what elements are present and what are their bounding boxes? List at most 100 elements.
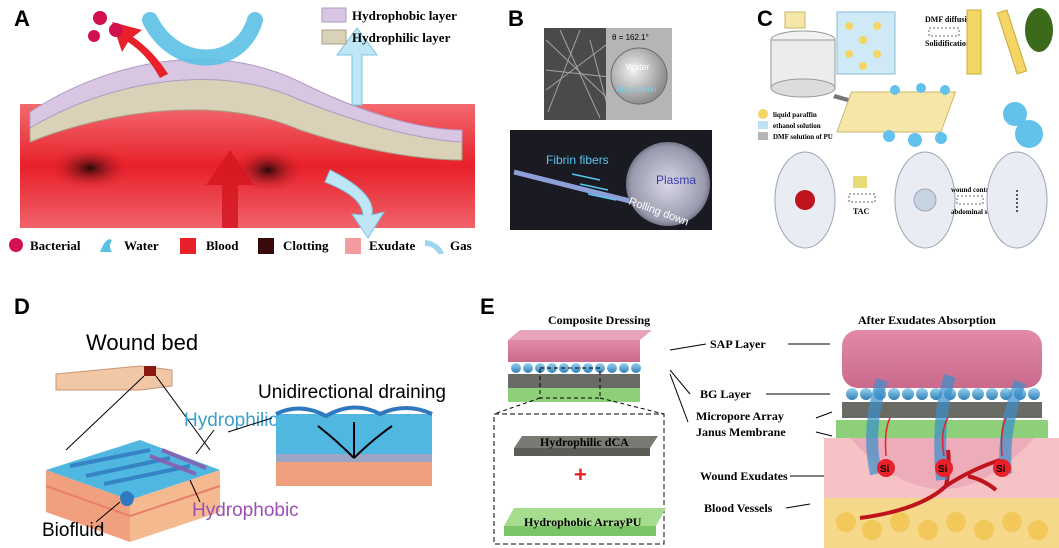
tac-label: TAC xyxy=(853,207,870,216)
zoom-frame xyxy=(493,413,665,545)
zoom-line-right xyxy=(155,375,211,451)
legend-dmf-label: DMF solution of PU xyxy=(773,133,833,141)
panel-a-letter: A xyxy=(14,6,30,31)
mouse-1 xyxy=(774,151,836,249)
legend-ethanol-swatch xyxy=(758,121,768,129)
mouse-3 xyxy=(986,151,1048,249)
hydrophobic-fibers xyxy=(149,448,207,476)
panel-d-illustration: Wound bed Hydrophilic Hydrophobic Bioflu… xyxy=(42,330,446,542)
panel-a: A Hydrophobic layer xyxy=(0,0,480,270)
panel-e-illustration: Composite Dressing Hydrophilic dCA + Hyd… xyxy=(493,313,1059,548)
hydrophobic-pointer xyxy=(189,479,201,503)
fiber-mat xyxy=(836,91,957,133)
fibrin-fiber-strand xyxy=(513,169,651,209)
wound-site-1 xyxy=(795,190,815,210)
wound-on-arm xyxy=(144,366,156,376)
micropore-label-2: Janus Membrane xyxy=(696,425,786,439)
legend-ethanol-label: ethanol solution xyxy=(773,122,821,130)
zoom-dash-box xyxy=(539,367,601,399)
legend-exudate: Exudate xyxy=(369,238,415,253)
zoom-connector-right xyxy=(599,397,665,415)
micropore-label-1: Micropore Array xyxy=(696,409,784,423)
sap-layer-left-front xyxy=(508,340,640,362)
hydrophilic-pointer xyxy=(195,429,215,455)
dressing-site-2 xyxy=(913,188,937,212)
zoom-droplet-large xyxy=(1015,120,1043,148)
tac-arrow xyxy=(848,193,876,203)
legend-paraffin-label: liquid paraffin xyxy=(773,111,817,119)
gas-icon xyxy=(425,240,444,254)
mouse-2 xyxy=(894,151,956,249)
panel-c-letter: C xyxy=(757,6,773,31)
clotting-icon xyxy=(258,238,274,254)
sap-layer-left xyxy=(508,330,652,340)
arraypu-layer-left xyxy=(508,388,640,402)
arraypu-membrane-front xyxy=(504,526,656,536)
blood-vessels-label: Blood Vessels xyxy=(704,501,773,515)
panel-b-illustration: θ = 162.1° Water Air plastron Fibrin fib… xyxy=(510,28,712,230)
fat-cells xyxy=(836,512,1048,540)
gas-arrow-right xyxy=(324,169,386,239)
plus-sign: + xyxy=(574,462,587,487)
beaker-inset xyxy=(784,11,806,29)
draining-zoom-line xyxy=(227,417,273,433)
wound-bed-label: Wound bed xyxy=(86,330,198,355)
draining-arrows xyxy=(317,422,393,459)
water-flow-arrow xyxy=(142,12,263,66)
legend-hydrophobic-label: Hydrophobic layer xyxy=(352,8,457,23)
panel-d: D Wound bed Hydrophilic Hydrophobic Biof… xyxy=(0,290,480,548)
after-title: After Exudates Absorption xyxy=(858,313,996,327)
bacterial-icon xyxy=(9,238,23,252)
arraypu-membrane xyxy=(504,508,666,526)
fat-layer xyxy=(824,498,1059,548)
legend-paraffin-swatch xyxy=(758,109,768,119)
zoom-droplet-small xyxy=(1003,102,1027,126)
dca-membrane xyxy=(514,436,658,448)
legend-dmf-swatch xyxy=(758,132,768,140)
label-pointers xyxy=(669,343,833,509)
water-icon xyxy=(100,239,112,252)
bg-layer-label: BG Layer xyxy=(700,387,752,401)
tac-patch xyxy=(853,176,867,188)
legend-hydrophilic-swatch xyxy=(321,29,347,45)
fibrin-arrows xyxy=(571,173,617,201)
draining-label: Unidirectional draining xyxy=(258,382,446,403)
gas-arrow-up xyxy=(336,27,378,106)
clotting-left xyxy=(50,146,130,190)
zoom-line-left xyxy=(65,375,145,451)
panel-e: E Composite Dressing Hydrophilic dCA + xyxy=(480,290,1059,548)
panel-b-letter: B xyxy=(508,6,524,31)
panel-e-letter: E xyxy=(480,294,495,319)
panel-c: C DMF diffusion Solidification liquid pa… xyxy=(745,0,1059,270)
zoom-connector-left xyxy=(493,397,541,415)
diffusion-arrow xyxy=(928,27,960,37)
beaker-bottom xyxy=(770,78,836,98)
layer-labels: SAP Layer BG Layer Micropore Array Janus… xyxy=(696,337,788,515)
fiber-droplets xyxy=(883,83,950,147)
blood-icon xyxy=(180,238,196,254)
exudate-icon xyxy=(345,238,361,254)
bacteria-cluster xyxy=(88,11,123,42)
biofluid-drop xyxy=(120,491,134,506)
legend-hydrophobic-swatch xyxy=(321,7,347,23)
legend-blood: Blood xyxy=(206,238,239,253)
composite-title: Composite Dressing xyxy=(548,313,650,327)
arm-shape xyxy=(55,365,173,391)
water-droplet xyxy=(610,47,668,105)
biofluid-pointer xyxy=(95,501,121,523)
si-release-arrows xyxy=(884,417,1007,457)
panel-b: B θ = 162.1° Water Air plastron xyxy=(500,0,730,270)
contraction-arrow xyxy=(956,195,984,205)
fiber-rod-2 xyxy=(996,9,1028,75)
paraffin-dots xyxy=(845,22,881,70)
legend-gas: Gas xyxy=(450,238,472,253)
dca-membrane-front xyxy=(514,448,650,456)
legend-water: Water xyxy=(124,238,159,253)
sap-layer-swollen xyxy=(842,330,1042,388)
legend-bacterial: Bacterial xyxy=(30,238,81,253)
panel-c-illustration: DMF diffusion Solidification liquid para… xyxy=(758,8,1053,249)
plasma-droplet xyxy=(626,142,710,226)
panel-d-letter: D xyxy=(14,294,30,319)
bacteria-arrow xyxy=(112,22,168,78)
fiber-rod xyxy=(966,9,982,75)
